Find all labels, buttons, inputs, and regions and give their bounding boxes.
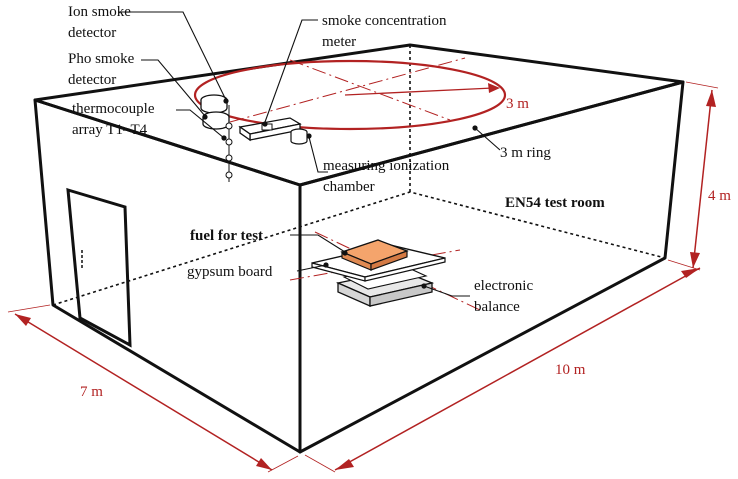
leader-thermocouple: [176, 109, 225, 139]
label-balance-2: balance: [474, 299, 520, 315]
label-ring: 3 m ring: [500, 145, 551, 161]
leader-ion: [118, 11, 227, 101]
label-pho-smoke-detector-1: Pho smoke: [68, 51, 135, 67]
label-ion-smoke-detector-1: Ion smoke: [68, 4, 131, 20]
dimension-lines: [7, 81, 719, 473]
leader-ring: [474, 127, 501, 151]
ring-centerline-2: [289, 59, 451, 121]
label-thermocouple-1: thermocouple: [72, 101, 155, 117]
pho-smoke-detector-shape: [202, 111, 230, 130]
label-balance-1: electronic: [474, 278, 533, 294]
balance-front: [369, 282, 433, 307]
leader-balance: [423, 285, 470, 297]
dim-height-line: [692, 89, 713, 269]
ion-smoke-detector-shape: [200, 94, 228, 114]
label-test-room: EN54 test room: [505, 195, 605, 211]
label-smoke-meter-2: meter: [322, 34, 356, 50]
label-smoke-meter-1: smoke concentration: [322, 13, 447, 29]
label-width: 7 m: [80, 384, 103, 400]
door: [66, 187, 132, 348]
leader-smoke-meter: [264, 19, 318, 123]
dim-length-line: [334, 267, 701, 471]
thermocouple-array-shape: [225, 105, 233, 182]
label-height: 4 m: [708, 188, 731, 204]
ring-radius-line: [344, 87, 494, 96]
label-fuel: fuel for test: [190, 228, 263, 244]
leader-gypsum: [296, 264, 327, 272]
ring-ellipse: [193, 59, 507, 131]
measuring-ionization-chamber-shape: [290, 128, 308, 145]
label-ring-radius: 3 m: [506, 96, 529, 112]
label-thermocouple-2: array T1–T4: [72, 122, 148, 138]
floor-setup: [289, 231, 481, 311]
leader-pho: [141, 59, 206, 117]
floor-centerline-1: [289, 249, 461, 281]
ring-radius-arrowhead: [488, 83, 500, 93]
leader-fuel: [290, 234, 346, 253]
label-pho-smoke-detector-2: detector: [68, 72, 116, 88]
leader-chamber: [308, 136, 328, 173]
label-chamber-2: chamber: [323, 179, 375, 195]
dim-width-line: [14, 313, 273, 471]
label-gypsum: gypsum board: [187, 264, 273, 280]
label-length: 10 m: [555, 362, 586, 378]
ceiling-ring: [193, 57, 507, 131]
label-chamber-1: measuring ionization: [323, 158, 450, 174]
ring-centerline-1: [229, 57, 466, 123]
leader-lines: [118, 11, 501, 297]
label-ion-smoke-detector-2: detector: [68, 25, 116, 41]
